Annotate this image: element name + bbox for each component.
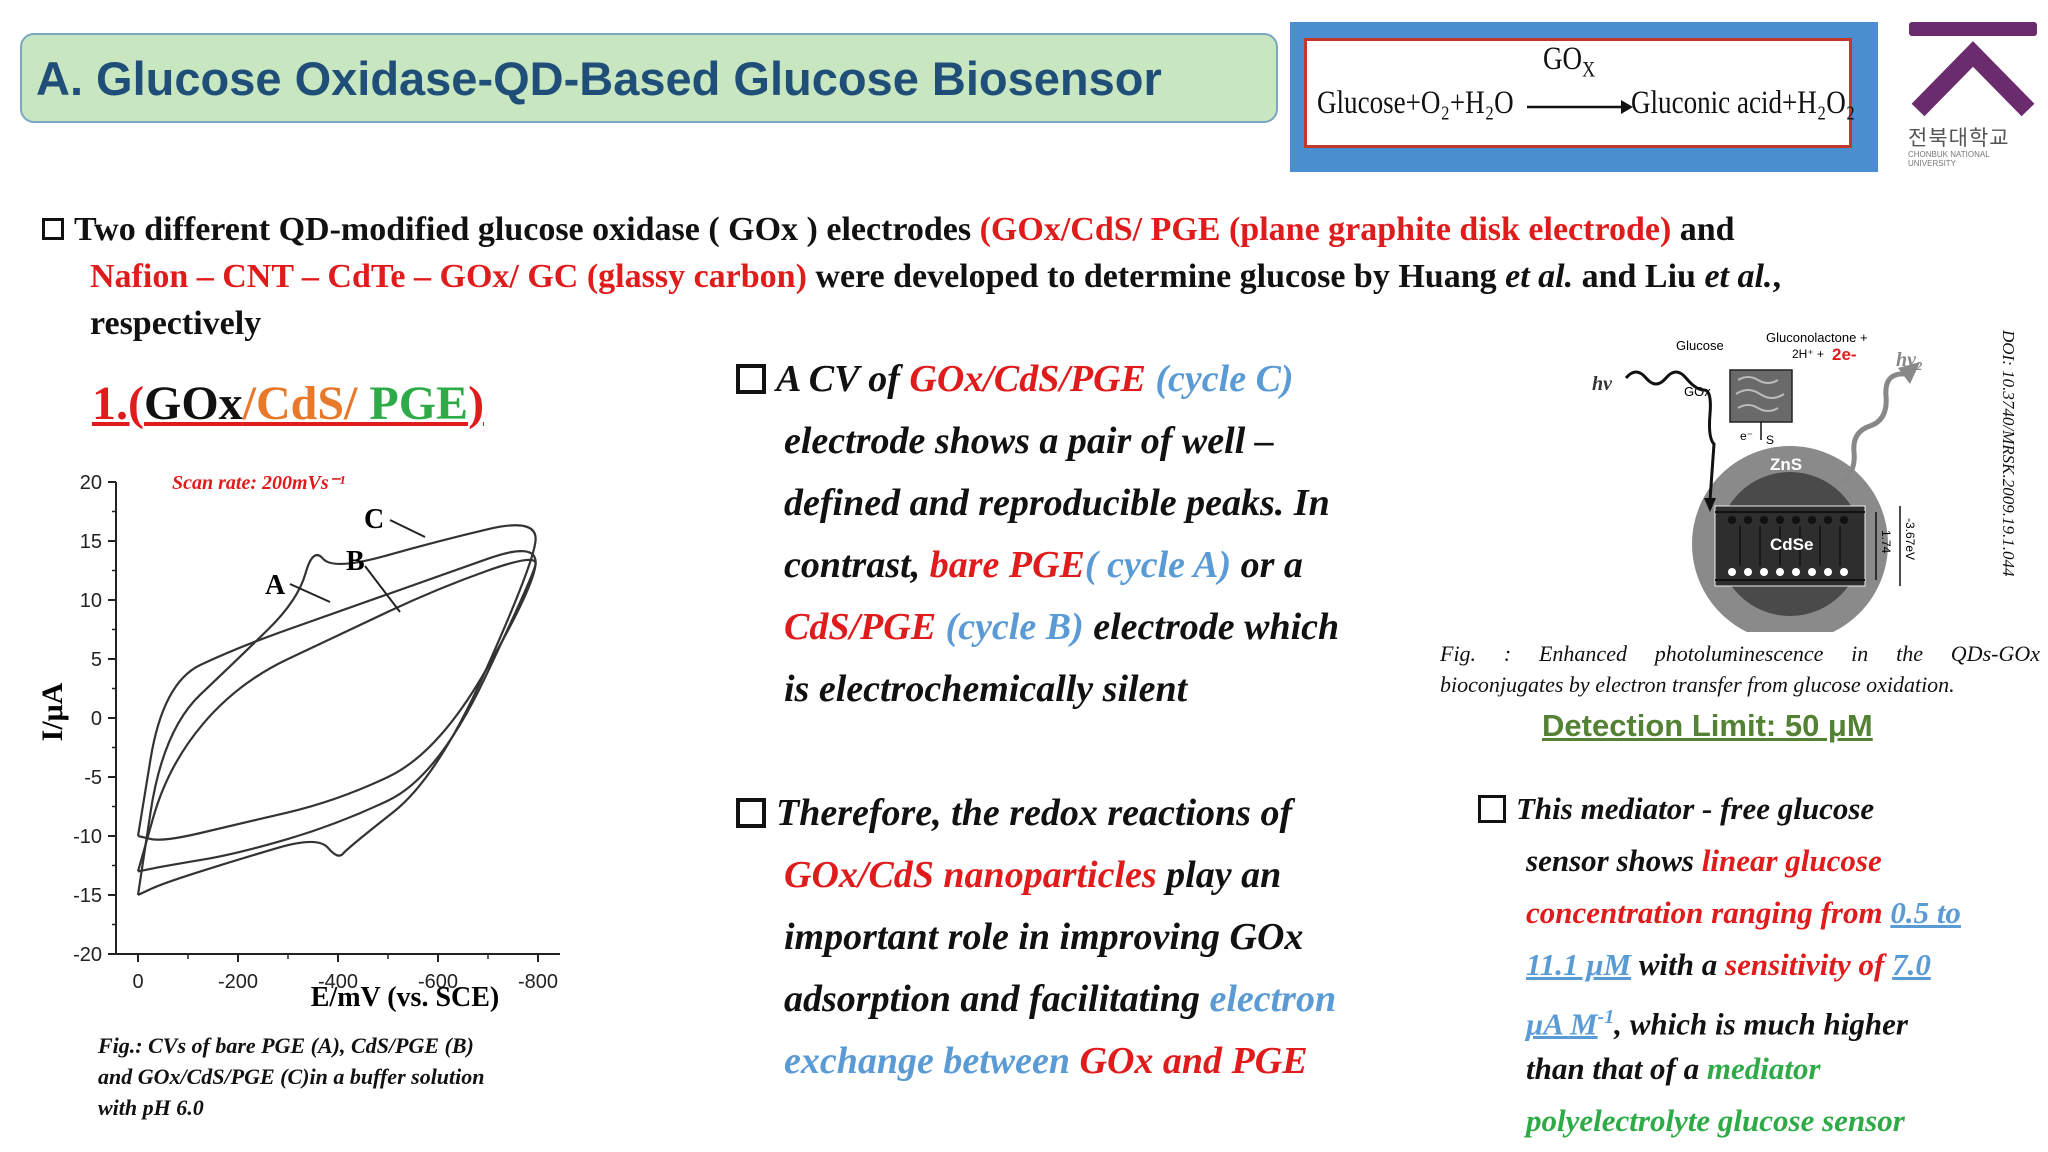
checkbox-bullet-icon (42, 218, 64, 241)
y-tick-label: 15 (80, 531, 102, 553)
cv-curve-a (136, 550, 537, 841)
y-tick-label: 10 (80, 590, 102, 612)
equation-box: Glucose+O₂+H₂O GOX Gluconic acid+H₂O₂ (1304, 38, 1856, 148)
incident-photon-wave-icon (1624, 370, 1716, 501)
x-tick-label: -200 (218, 971, 258, 993)
y-tick-label: 20 (80, 472, 102, 494)
curve-label-a: A (265, 570, 286, 601)
y-axis-label: I/μA (36, 682, 69, 741)
equation-reactants: Glucose+O₂+H₂O (1317, 85, 1514, 121)
logo-english-text: CHONBUK NATIONAL UNIVERSITY (1908, 150, 1990, 168)
gox-label: GOx (1684, 384, 1711, 399)
cv-curve-b (136, 558, 537, 873)
electron-label: e⁻ (1740, 429, 1753, 443)
x-axis-label: E/mV (vs. SCE) (311, 982, 500, 1013)
curve-label-b: B (346, 546, 365, 577)
x-tick-label: 0 (132, 971, 143, 993)
y-tick-label: -20 (73, 944, 102, 966)
hole-dots (1728, 568, 1848, 576)
energy-label-1: 1.74 (1879, 530, 1893, 554)
x-tick-label: -400 (318, 971, 358, 993)
x-tick-label: -600 (418, 971, 458, 993)
curve-pointer-c (389, 519, 426, 538)
cv-description-line-1: A CV of GOx/CdS/PGE (cycle C) (736, 348, 1294, 410)
y-tick-label: -10 (73, 826, 102, 848)
reaction-arrow-icon (1527, 100, 1633, 114)
cv-curves (136, 524, 537, 896)
gox-enzyme-icon (1729, 369, 1793, 423)
logo-korean-text: 전북대학교 (1908, 126, 2010, 150)
curve-pointer-a (289, 583, 331, 603)
cdse-label: CdSe (1770, 535, 1813, 554)
y-tick-label: 0 (91, 708, 102, 730)
x-tick-label: -800 (518, 971, 558, 993)
glucose-label: Glucose (1676, 338, 1724, 353)
sulfur-label: S (1766, 433, 1774, 447)
curve-pointer-b (364, 565, 401, 613)
equation-frame: Glucose+O₂+H₂O GOX Gluconic acid+H₂O₂ (1290, 22, 1878, 172)
gluconolactone-label: Gluconolactone + (1766, 330, 1868, 345)
checkbox-bullet-icon (736, 364, 766, 395)
transition-arrows (1739, 526, 1841, 566)
checkbox-bullet-icon (736, 798, 766, 829)
zns-label: ZnS (1770, 455, 1802, 474)
checkbox-bullet-icon (1478, 794, 1506, 823)
logo-chevron-icon (1909, 22, 2037, 117)
qd-gox-figure: CdSe ZnS 1.74 -3.67eV GOx Glucose Glucon… (1592, 330, 1923, 632)
cv-figure-caption: Fig.: CVs of bare PGE (A), CdS/PGE (B) a… (98, 1033, 485, 1120)
cv-curve-c (136, 524, 537, 896)
equation-products: Gluconic acid+H₂O₂ (1631, 85, 1856, 121)
detection-limit: Detection Limit: 50 μM (1542, 708, 1873, 743)
y-tick-label: 5 (91, 649, 102, 671)
university-logo: 전북대학교 CHONBUK NATIONAL UNIVERSITY (1904, 18, 2044, 168)
intro-line-2: Nafion – CNT – CdTe – GOx/ GC (glassy ca… (90, 258, 1781, 295)
qd-figure-caption: Fig. : Enhanced photoluminescence in the… (1440, 641, 2040, 697)
curve-label-c: C (364, 504, 384, 535)
title-banner: A. Glucose Oxidase-QD-Based Glucose Bios… (20, 33, 1278, 123)
doi-label: DOI: 10.3740/MRSK.2009.19.1.044 (1999, 330, 2018, 577)
emitted-photon-wave-icon (1840, 371, 1907, 485)
electron-dots (1728, 516, 1848, 524)
two-electron-label: 2e- (1832, 345, 1857, 364)
hv2-label: hν₂ (1896, 349, 1923, 371)
section-subheading: 1.(GOx/CdS/ PGE) (92, 377, 485, 430)
y-tick-label: -5 (84, 767, 102, 789)
intro-line-3: respectively (90, 305, 262, 342)
energy-label-2: -3.67eV (1903, 518, 1917, 560)
equation-catalyst: GOX (1543, 41, 1596, 82)
intro-line-1: Two different QD-modified glucose oxidas… (42, 206, 2017, 253)
intro-paragraph: Two different QD-modified glucose oxidas… (42, 206, 2017, 347)
hv1-label: hν (1592, 373, 1613, 395)
h-plus-label: 2H⁺ + (1792, 347, 1824, 361)
page-title: A. Glucose Oxidase-QD-Based Glucose Bios… (36, 52, 1162, 105)
y-tick-label: -15 (73, 885, 102, 907)
scan-rate-label: Scan rate: 200mVs⁻¹ (172, 472, 345, 494)
